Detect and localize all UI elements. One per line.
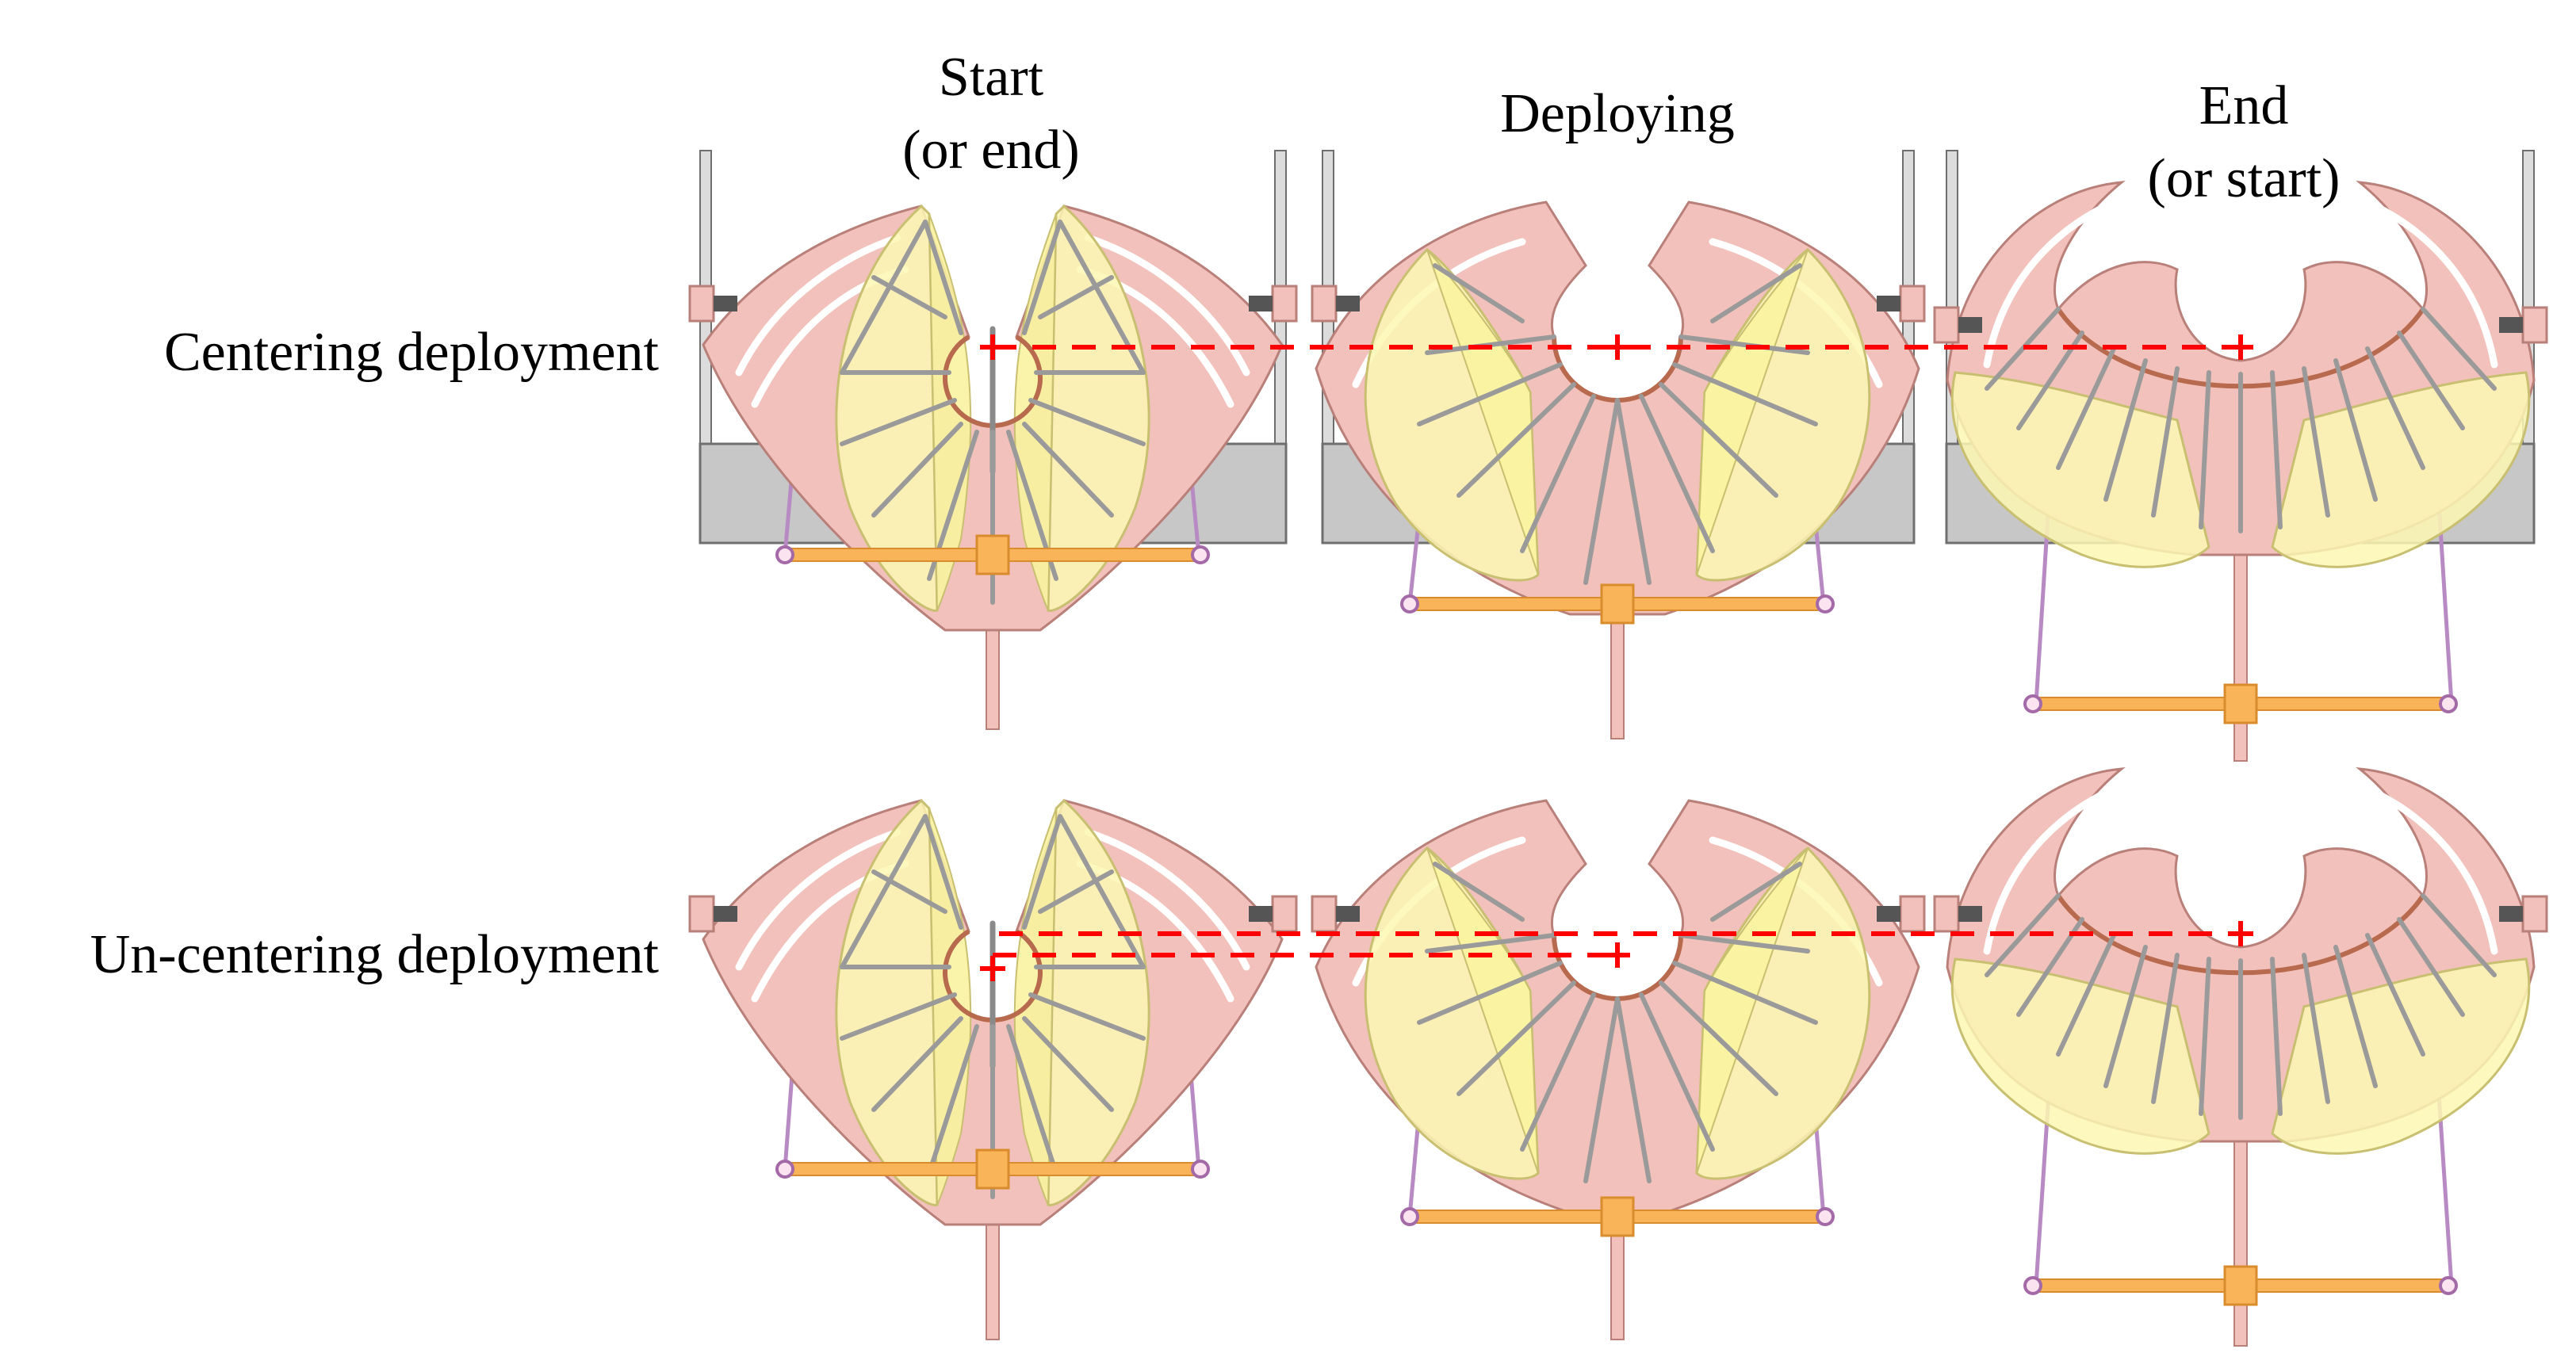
mechanism-centering-deploying [1311,202,1926,740]
column-title-start-line-2: (or end) [902,120,1080,181]
mechanism-centering-start [688,206,1298,730]
column-title-end-line-2: (or start) [2147,148,2341,209]
mechanism-uncentering-deploying [1311,801,1926,1340]
mechanism-uncentering-end [1933,769,2548,1347]
column-title-deploying: Deploying [1419,78,1816,151]
mechanism-centering-end [1933,182,2548,762]
column-title-start-line-1: Start [938,47,1044,108]
column-title-start: Start (or end) [833,41,1150,187]
center-line-centering [980,334,2253,360]
column-title-end: End (or start) [2085,70,2402,216]
row-label-uncentering: Un-centering deployment [90,924,659,985]
column-title-end-line-1: End [2199,75,2289,136]
column-title-deploying-line-1: Deploying [1500,83,1735,144]
center-line-uncentering [980,921,2253,981]
mechanism-uncentering-start [688,801,1298,1340]
row-label-centering: Centering deployment [163,322,659,383]
